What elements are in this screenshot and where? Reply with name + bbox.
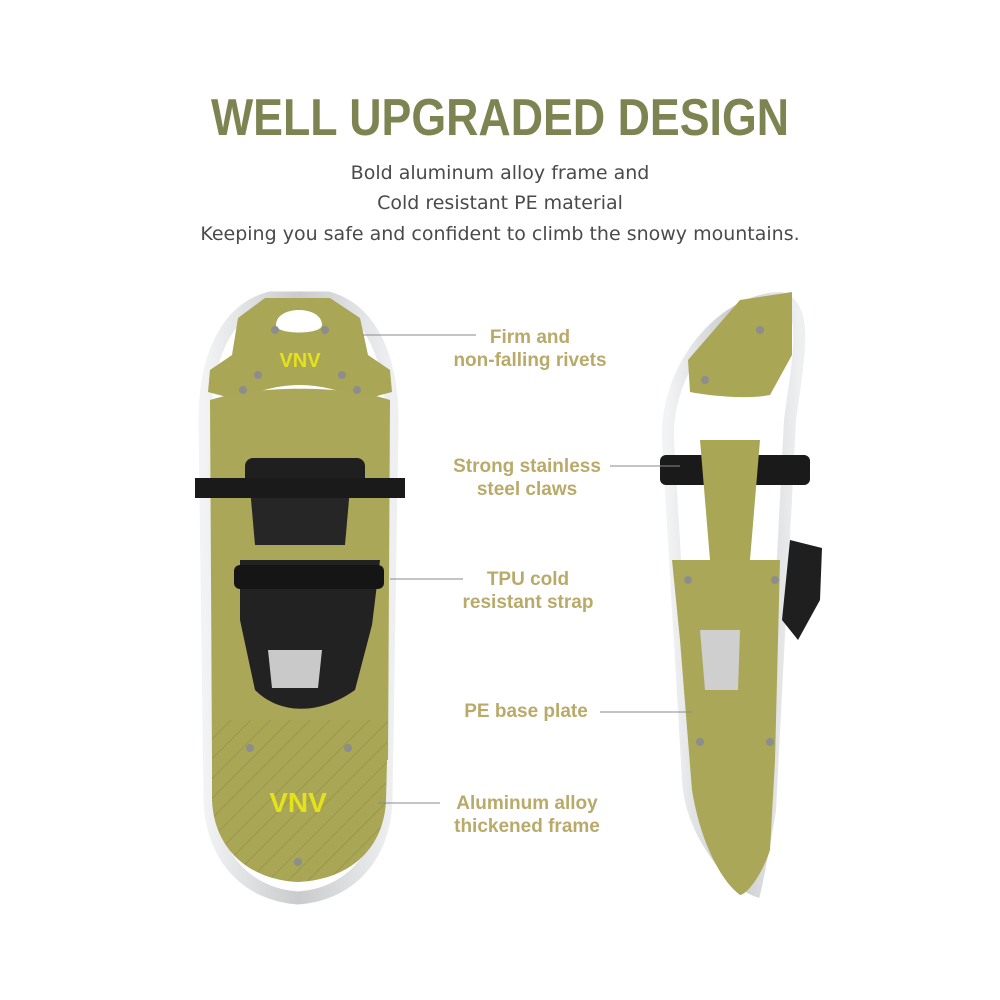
left-snowshoe [195,291,405,905]
subtitle-line-3: Keeping you safe and confident to climb … [200,223,800,245]
callout-plate: PE base plate [464,701,588,722]
headline: WELL UPGRADED DESIGN [210,89,790,147]
heel-strap [234,565,384,589]
brand-logo-bottom: VNV [269,787,327,818]
brand-logo-top: VNV [279,350,321,372]
subtitle-line-2: Cold resistant PE material [377,192,623,214]
right-snowshoe [660,291,822,899]
top-deck [208,298,392,400]
subtitle-line-1: Bold aluminum alloy frame and [350,162,650,184]
